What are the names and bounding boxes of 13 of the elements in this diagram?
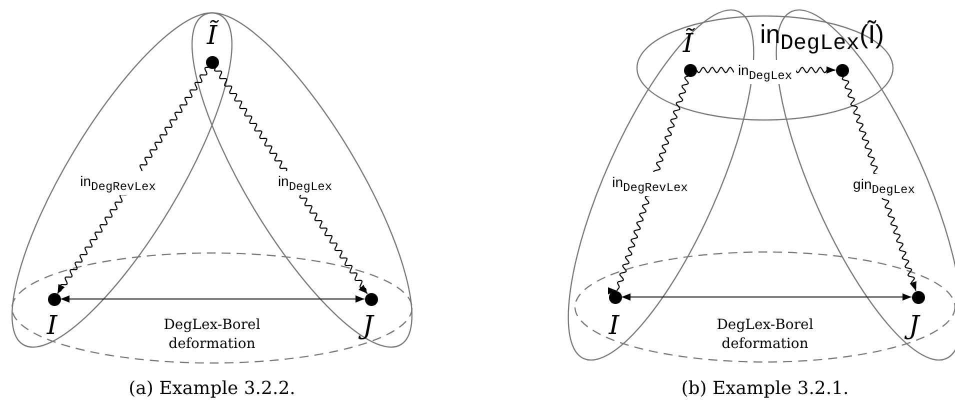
math-label: I: [608, 313, 620, 339]
wavy-arrow: [214, 67, 368, 294]
edge-label: DegLex-Borel deformation: [162, 316, 262, 354]
double-arrow: [60, 295, 364, 303]
wavy-arrow: [842, 76, 916, 292]
figure-caption: (b) Example 3.2.1.: [681, 378, 849, 398]
edge-label: DegLex-Borel deformation: [716, 316, 814, 354]
wavy-arrow: [57, 66, 209, 294]
edge-label: in$_{DegLex}$: [734, 60, 796, 84]
double-arrow: [622, 293, 912, 301]
math-label: in$_{DegLex}$(Ĩ): [760, 20, 884, 56]
math-label: I: [46, 313, 58, 339]
figure-caption: (a) Example 3.2.2.: [128, 378, 296, 398]
